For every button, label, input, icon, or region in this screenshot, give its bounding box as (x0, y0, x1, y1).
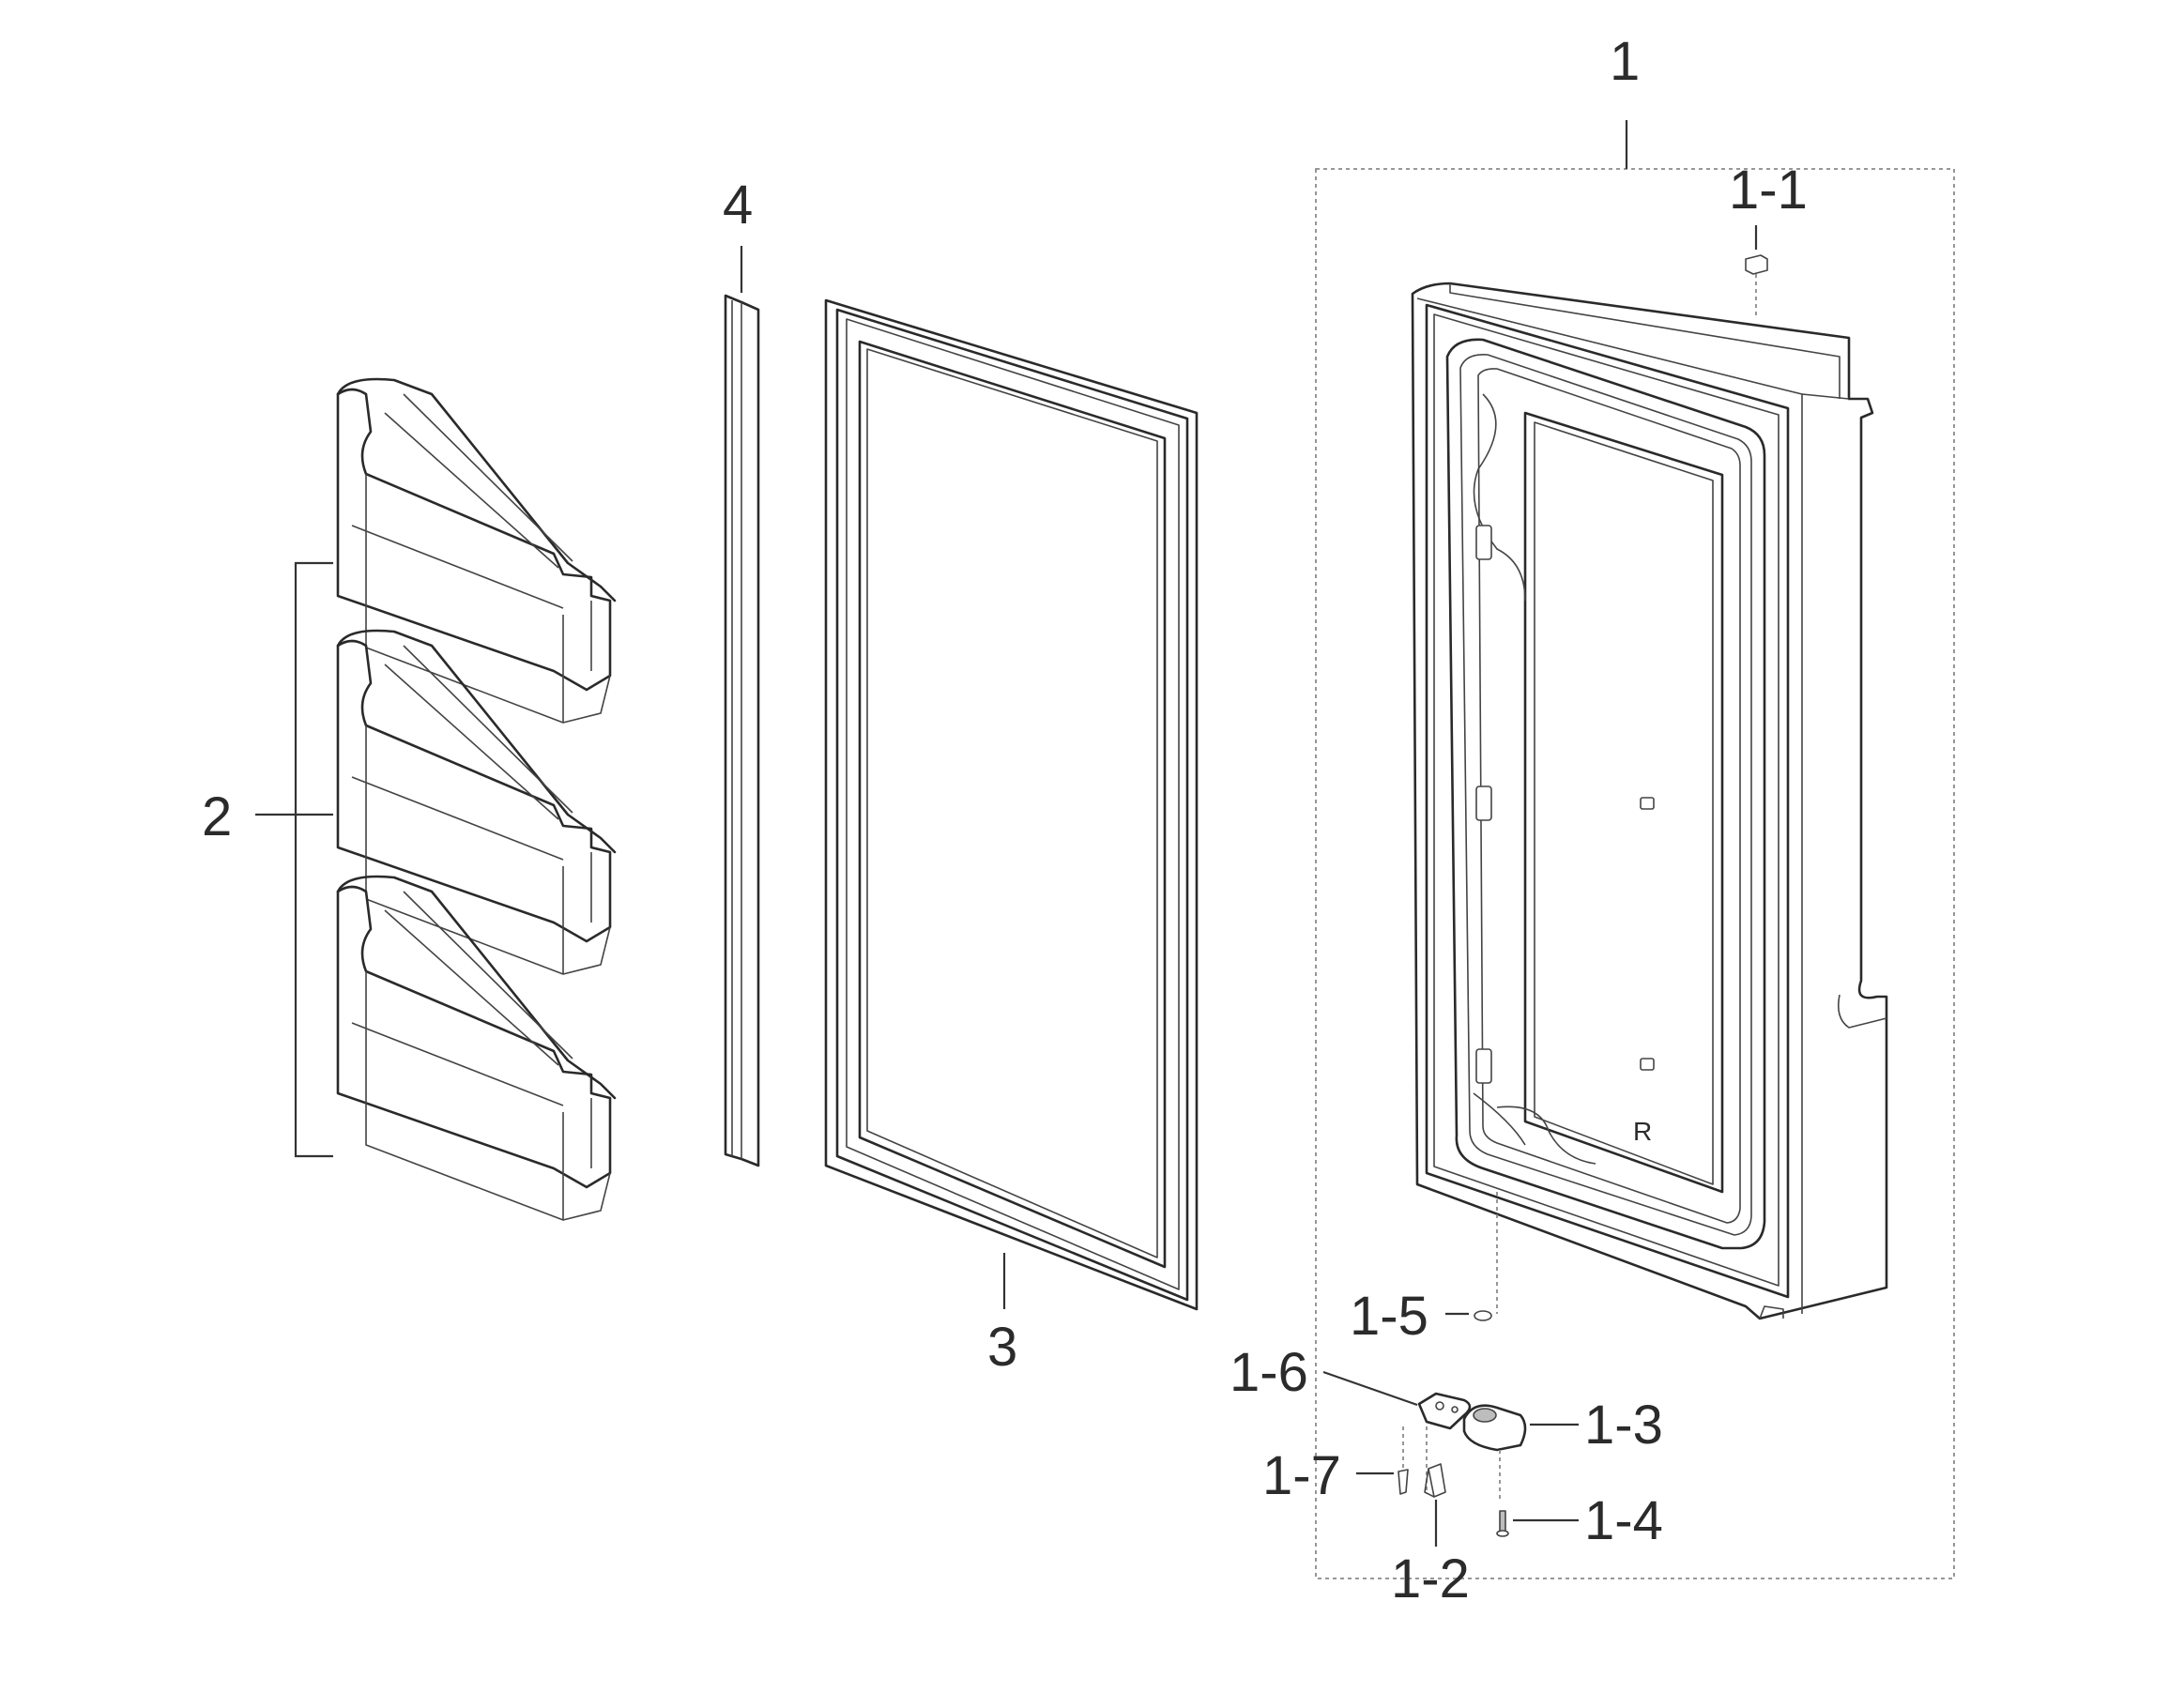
callout-part-1: 1 (1610, 31, 1640, 92)
part-1-3-hinge-block (1462, 1404, 1579, 1502)
callout-part-1-4: 1-4 (1584, 1490, 1663, 1551)
part-1-7-screw (1356, 1469, 1409, 1495)
part-1-6-hinge-plate (1322, 1370, 1472, 1492)
door-bin-top (336, 377, 617, 724)
callout-part-2: 2 (202, 786, 232, 847)
part-1-2-bushing (1424, 1463, 1446, 1547)
door-bin-bottom (336, 875, 617, 1221)
callout-part-1-5: 1-5 (1350, 1286, 1428, 1347)
door-bin-middle (336, 629, 617, 975)
callout-part-1-3: 1-3 (1584, 1395, 1663, 1456)
door-gasket-part (824, 298, 1199, 1311)
callout-part-1-2: 1-2 (1391, 1548, 1470, 1609)
door-bins-group (255, 377, 617, 1221)
assembly-boundary (1315, 168, 1955, 1579)
door-strip-part (724, 246, 760, 1167)
callout-part-1-7: 1-7 (1262, 1445, 1341, 1506)
callout-part-3: 3 (987, 1317, 1017, 1378)
door-side-mark: R (1633, 1117, 1652, 1146)
door-assembly-part: R (1315, 120, 1955, 1579)
bins-bracket-leader (255, 561, 333, 1158)
part-1-4-bolt (1496, 1510, 1579, 1537)
part-1-1-pin (1745, 225, 1768, 319)
callout-part-1-1: 1-1 (1729, 160, 1808, 221)
part-1-5-washer (1445, 1310, 1492, 1321)
callout-part-4: 4 (723, 175, 753, 236)
callout-part-1-6: 1-6 (1230, 1342, 1308, 1403)
